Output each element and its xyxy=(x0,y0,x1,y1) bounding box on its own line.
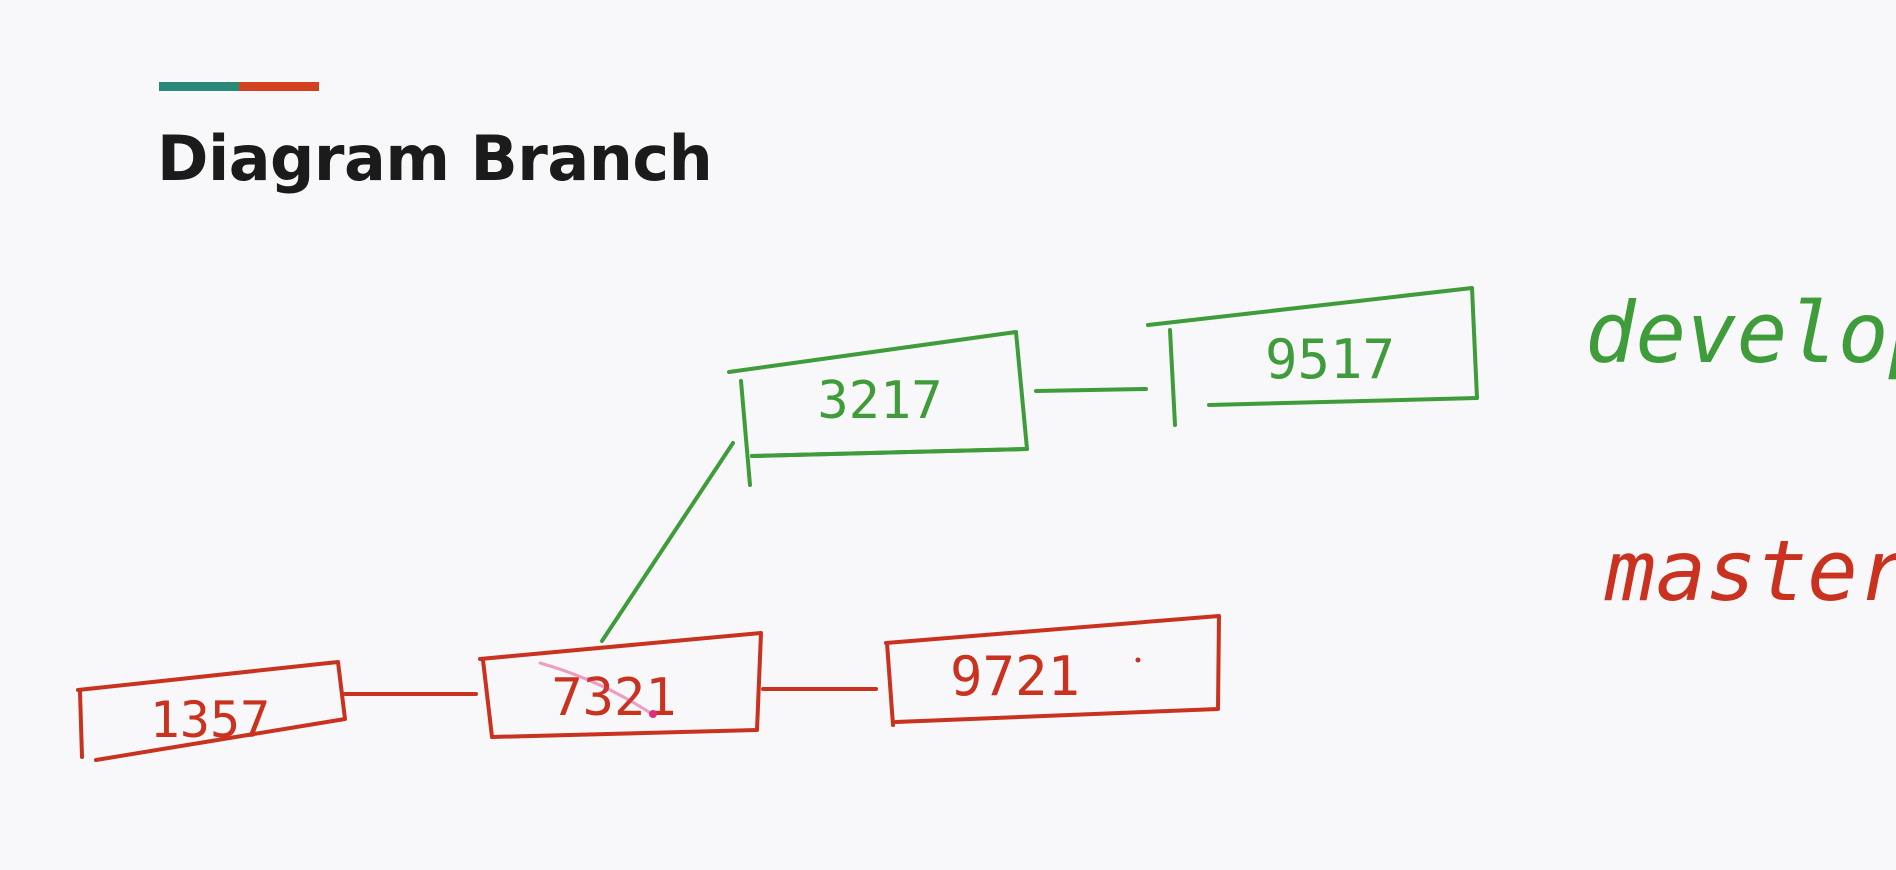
develop-branch-label: develop xyxy=(1585,284,1896,382)
highlight-scribble xyxy=(538,661,654,716)
commit-box-left-edge xyxy=(739,379,752,487)
commit-box-outline xyxy=(478,631,763,739)
commit-box-bottom-edge xyxy=(750,447,1029,458)
commit-box-7321: 7321 xyxy=(478,631,763,739)
commit-box-outline xyxy=(884,614,1221,724)
commit-id-1357: 1357 xyxy=(150,691,270,749)
commit-box-3217: 3217 xyxy=(727,330,1029,487)
commit-box-left-edge xyxy=(78,690,84,759)
accent-bar-teal xyxy=(159,82,239,91)
highlight-dot xyxy=(649,710,657,718)
branch-off-connector xyxy=(600,441,735,643)
title-accent-bar xyxy=(159,82,319,91)
master-branch-label: master xyxy=(1604,522,1896,620)
commit-box-outline xyxy=(1146,286,1479,407)
commit-box-1357: 1357 xyxy=(76,660,347,762)
commit-box-9517: 9517 xyxy=(1146,286,1479,427)
commit-id-9517: 9517 xyxy=(1265,328,1395,391)
commit-box-left-edge xyxy=(885,641,895,727)
commit-box-left-edge xyxy=(481,658,494,739)
commit-id-3217: 3217 xyxy=(817,371,942,431)
commit-box-left-edge xyxy=(1168,328,1177,427)
develop-branch: 3217 9517 develop xyxy=(727,284,1896,487)
master-branch: 1357 7321 9721 master xyxy=(76,522,1896,762)
commit-box-9721: 9721 xyxy=(884,614,1221,727)
develop-connector xyxy=(1034,387,1148,393)
commit-id-9721: 9721 xyxy=(950,645,1080,708)
commit-box-outline xyxy=(76,660,347,762)
slide-title: Diagram Branch xyxy=(157,122,713,195)
accent-bar-orange xyxy=(239,82,319,91)
stray-dot xyxy=(1135,657,1141,663)
commit-id-7321: 7321 xyxy=(551,668,676,728)
